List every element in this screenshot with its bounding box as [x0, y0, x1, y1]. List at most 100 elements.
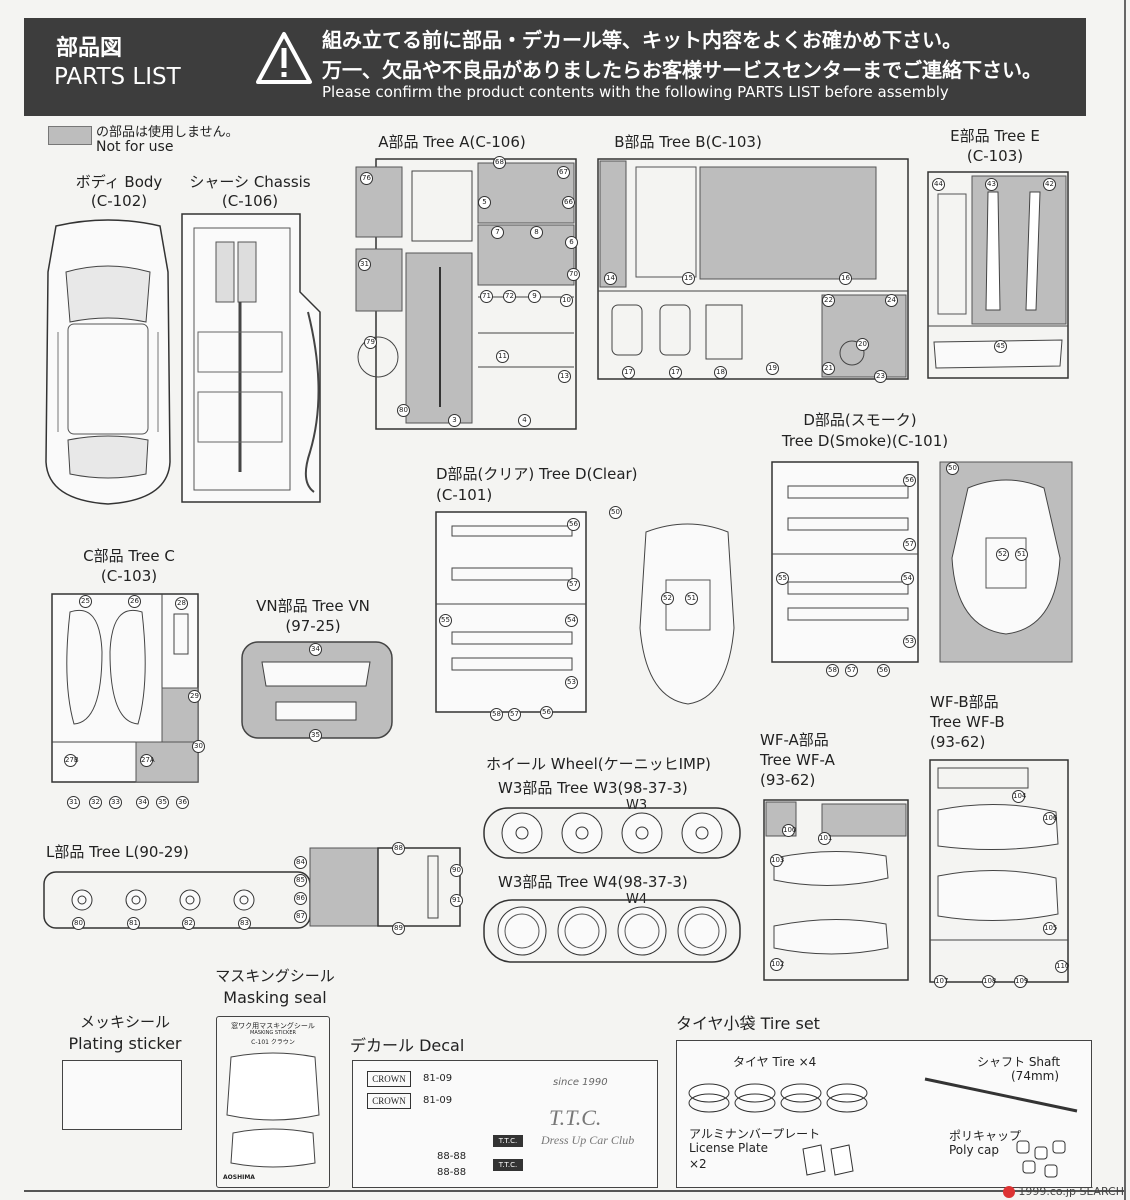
part-number: 68 — [493, 156, 506, 169]
part-number: 55 — [439, 614, 452, 627]
masking-sheet-sub: MASKING STICKER — [250, 1030, 296, 1036]
tree-w3-tag: W3 — [626, 798, 648, 813]
part-number: 11 — [496, 350, 509, 363]
part-number: 13 — [558, 370, 571, 383]
polycap-label-en: Poly cap — [949, 1143, 999, 1157]
body-label: ボディ Body — [75, 173, 163, 191]
masking-label-en: Masking seal — [223, 988, 327, 1007]
part-number: 3 — [448, 414, 461, 427]
tree-vn-code: (97-25) — [285, 617, 341, 635]
part-number: 71 — [480, 290, 493, 303]
license-plate-label-jp: アルミナンバープレート — [689, 1127, 821, 1141]
decal-club-badge: T.T.C. — [493, 1135, 523, 1147]
part-number: 109 — [1014, 975, 1028, 988]
warning-text-jp-2: 万一、欠品や不良品がありましたらお客様サービスセンターまでご連絡下さい。 — [322, 58, 1042, 82]
wheel-title: ホイール Wheel(ケーニッヒIMP) — [486, 755, 711, 773]
tree-w3-label: W3部品 Tree W3(98-37-3) — [498, 779, 688, 797]
tree-c-code: (C-103) — [100, 567, 158, 585]
watermark: 1999.co.jp SEARCH — [1002, 1185, 1124, 1198]
tree-w4-label: W3部品 Tree W4(98-37-3) — [498, 873, 688, 891]
body-code: (C-102) — [90, 192, 148, 210]
tree-w3-drawing — [483, 807, 741, 859]
part-number: 85 — [294, 874, 307, 887]
part-number: 56 — [540, 706, 553, 719]
footer-line — [24, 1190, 1124, 1192]
part-number: 30 — [192, 740, 205, 753]
shaft-length: (74mm) — [1011, 1069, 1060, 1083]
part-number: 105 — [1043, 922, 1057, 935]
chassis-label: シャーシ Chassis — [189, 173, 311, 191]
part-number: 80 — [397, 404, 410, 417]
part-number: 50 — [946, 462, 959, 475]
part-number: 24 — [885, 294, 898, 307]
part-number: 58 — [490, 708, 503, 721]
part-number: 51 — [685, 592, 698, 605]
decal-since: since 1990 — [553, 1077, 608, 1088]
part-number: 83 — [238, 917, 251, 930]
decal-plate: 88-88 — [437, 1167, 467, 1178]
part-number: 10 — [560, 294, 573, 307]
part-number: 106 — [1043, 812, 1057, 825]
part-number: 82 — [182, 917, 195, 930]
masking-windows-drawing — [226, 1052, 320, 1168]
part-number: 17 — [622, 366, 635, 379]
part-number: 34 — [136, 796, 149, 809]
part-number: 104 — [1012, 790, 1026, 803]
tire-label: タイヤ Tire ×4 — [733, 1055, 817, 1069]
part-number: 29 — [188, 690, 201, 703]
part-number: 34 — [309, 643, 322, 656]
tree-wfa-label-jp: WF-A部品 — [760, 731, 829, 749]
part-number: 67 — [557, 166, 570, 179]
part-number: 110 — [1055, 960, 1069, 973]
part-number: 19 — [766, 362, 779, 375]
part-number: 72 — [503, 290, 516, 303]
part-number: 25 — [79, 595, 92, 608]
part-number: 56 — [877, 664, 890, 677]
tire-set-label: タイヤ小袋 Tire set — [676, 1014, 820, 1033]
part-number: 66 — [562, 196, 575, 209]
part-number: 81 — [127, 917, 140, 930]
tires-drawing — [688, 1083, 868, 1113]
tree-l-label: L部品 Tree L(90-29) — [46, 843, 189, 861]
part-number: 80 — [72, 917, 85, 930]
header-title-en: PARTS LIST — [54, 64, 181, 90]
part-number: 57 — [903, 538, 916, 551]
part-number: 90 — [450, 864, 463, 877]
tree-a-label: A部品 Tree A(C-106) — [378, 133, 526, 151]
part-number: 56 — [567, 518, 580, 531]
masking-sheet-title: 窓ワク用マスキングシール — [231, 1022, 315, 1030]
body-drawing — [45, 219, 171, 505]
polycaps-drawing — [1016, 1140, 1066, 1178]
plating-label-jp: メッキシール — [79, 1013, 170, 1031]
part-number: 42 — [1043, 178, 1056, 191]
license-plate-qty: ×2 — [689, 1157, 707, 1171]
decal-sheet: CROWN CROWN 81-09 81-09 88-88 88-88 sinc… — [352, 1060, 658, 1188]
part-number: 57 — [508, 708, 521, 721]
tire-set-box: タイヤ Tire ×4 シャフト Shaft (74mm) アルミナンバープレー… — [676, 1040, 1092, 1188]
tree-wfa-code: (93-62) — [760, 771, 816, 789]
part-number: 21 — [822, 362, 835, 375]
part-number: 33 — [109, 796, 122, 809]
part-number: 54 — [901, 572, 914, 585]
legend-text-jp: の部品は使用しません。 — [96, 125, 239, 140]
warning-text-jp-1: 組み立てる前に部品・デカール等、キット内容をよくお確かめ下さい。 — [322, 28, 962, 52]
part-number: 76 — [360, 172, 373, 185]
part-number: 58 — [826, 664, 839, 677]
decal-crown-logo: CROWN — [367, 1071, 411, 1087]
part-number: 87 — [294, 910, 307, 923]
chassis-code: (C-106) — [221, 192, 279, 210]
tree-d-clear-drawing — [435, 511, 735, 713]
polycap-label-jp: ポリキャップ — [949, 1129, 1022, 1143]
tree-d-smoke-label-jp: D部品(スモーク) — [803, 411, 917, 429]
header-title-jp: 部品図 — [56, 36, 123, 61]
warning-icon — [256, 32, 312, 84]
warning-text-en: Please confirm the product contents with… — [322, 83, 949, 101]
license-plates-drawing — [802, 1144, 854, 1176]
tree-b-drawing — [597, 158, 909, 380]
part-number: 52 — [996, 548, 1009, 561]
tree-vn-drawing — [241, 641, 393, 739]
plating-label-en: Plating sticker — [68, 1034, 182, 1053]
part-number: 45 — [994, 340, 1007, 353]
parts-list-header: 部品図 PARTS LIST 組み立てる前に部品・デカール等、キット内容をよくお… — [24, 18, 1086, 116]
part-number: 86 — [294, 892, 307, 905]
